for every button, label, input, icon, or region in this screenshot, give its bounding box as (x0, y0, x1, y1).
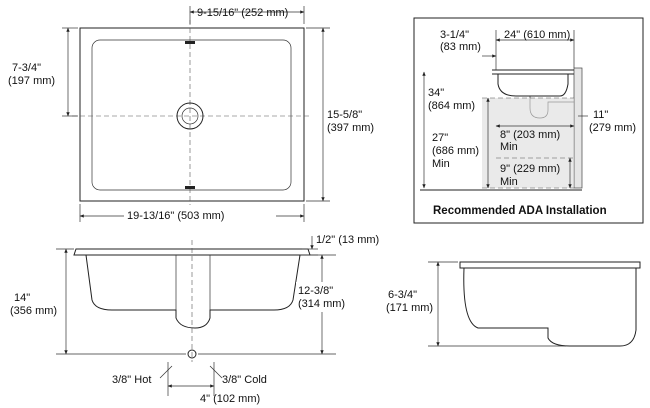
dim-bowl-depth-mm: (314 mm) (298, 298, 345, 310)
ada-panel-title: Recommended ADA Installation (433, 205, 607, 217)
side-view: 6-3/4" (171 mm) (384, 261, 641, 347)
ada-wall (573, 67, 583, 189)
dim-side-height-mm: (171 mm) (386, 302, 433, 314)
dim-supply-spacing: 4" (102 mm) (200, 393, 260, 405)
label-cold-supply: 3/8" Cold (222, 374, 267, 386)
side-rim (459, 261, 641, 269)
ada-dim-setback-in: 3-1/4" (440, 29, 469, 41)
ada-dim-knee-height-in: 27" (432, 132, 448, 144)
ada-dim-knee-depth: 8" (203 mm) (500, 129, 560, 141)
dim-right-depth-in: 15-5/8" (327, 109, 362, 121)
drain-hole-outer (176, 102, 204, 130)
overflow-slot-top (185, 41, 195, 44)
dim-overall-height-in: 14" (14, 292, 30, 304)
dim-overall-height-mm: (356 mm) (10, 305, 57, 317)
ada-dim-toe-height: 9" (229 mm) (500, 163, 560, 175)
front-bowl (85, 254, 301, 329)
ada-dim-setback-mm: (83 mm) (440, 41, 481, 53)
dim-left-depth-in: 7-3/4" (12, 62, 41, 74)
side-bowl (463, 267, 637, 347)
ada-dim-rim-height-in: 34" (428, 87, 444, 99)
sink-outer-rim (79, 27, 305, 202)
front-view: 1/2" (13 mm) 14" (356 mm) 12-3/8" (314 m… (10, 234, 379, 405)
dim-right-depth-mm: (397 mm) (327, 122, 374, 134)
ada-dim-toe-height-min: Min (500, 176, 518, 188)
dim-bowl-depth-in: 12-3/8" (298, 285, 333, 297)
ada-installation-panel: 24" (610 mm) 3-1/4" (83 mm) 34" (864 mm)… (413, 17, 644, 224)
ada-dim-toe-depth-mm: (279 mm) (589, 122, 636, 134)
ada-dim-counter-depth: 24" (610 mm) (504, 29, 570, 41)
sink-inner-bowl (91, 39, 292, 191)
supply-center-marker (187, 349, 197, 359)
ada-dim-knee-height-min: Min (432, 158, 450, 170)
dim-rim-thickness: 1/2" (13 mm) (316, 234, 379, 246)
overflow-slot-bottom (185, 186, 195, 189)
drain-hole-inner (181, 107, 199, 125)
label-hot-supply: 3/8" Hot (112, 374, 151, 386)
ada-dim-toe-depth-in: 11" (593, 109, 608, 121)
dim-overall-width: 19-13/16" (503 mm) (127, 210, 224, 222)
dim-side-height-in: 6-3/4" (388, 289, 417, 301)
ada-sink-bowl (497, 74, 569, 97)
ada-dim-knee-height-mm: (686 mm) (432, 145, 479, 157)
dim-left-depth-mm: (197 mm) (8, 75, 55, 87)
ada-dim-rim-height-mm: (864 mm) (428, 100, 475, 112)
dim-top-width: 9-15/16" (252 mm) (197, 7, 288, 19)
ada-knee-clearance (482, 98, 574, 188)
ada-dim-knee-depth-min: Min (500, 141, 518, 153)
top-view: 9-15/16" (252 mm) 7-3/4" (197 mm) 15-5/8… (8, 6, 374, 222)
